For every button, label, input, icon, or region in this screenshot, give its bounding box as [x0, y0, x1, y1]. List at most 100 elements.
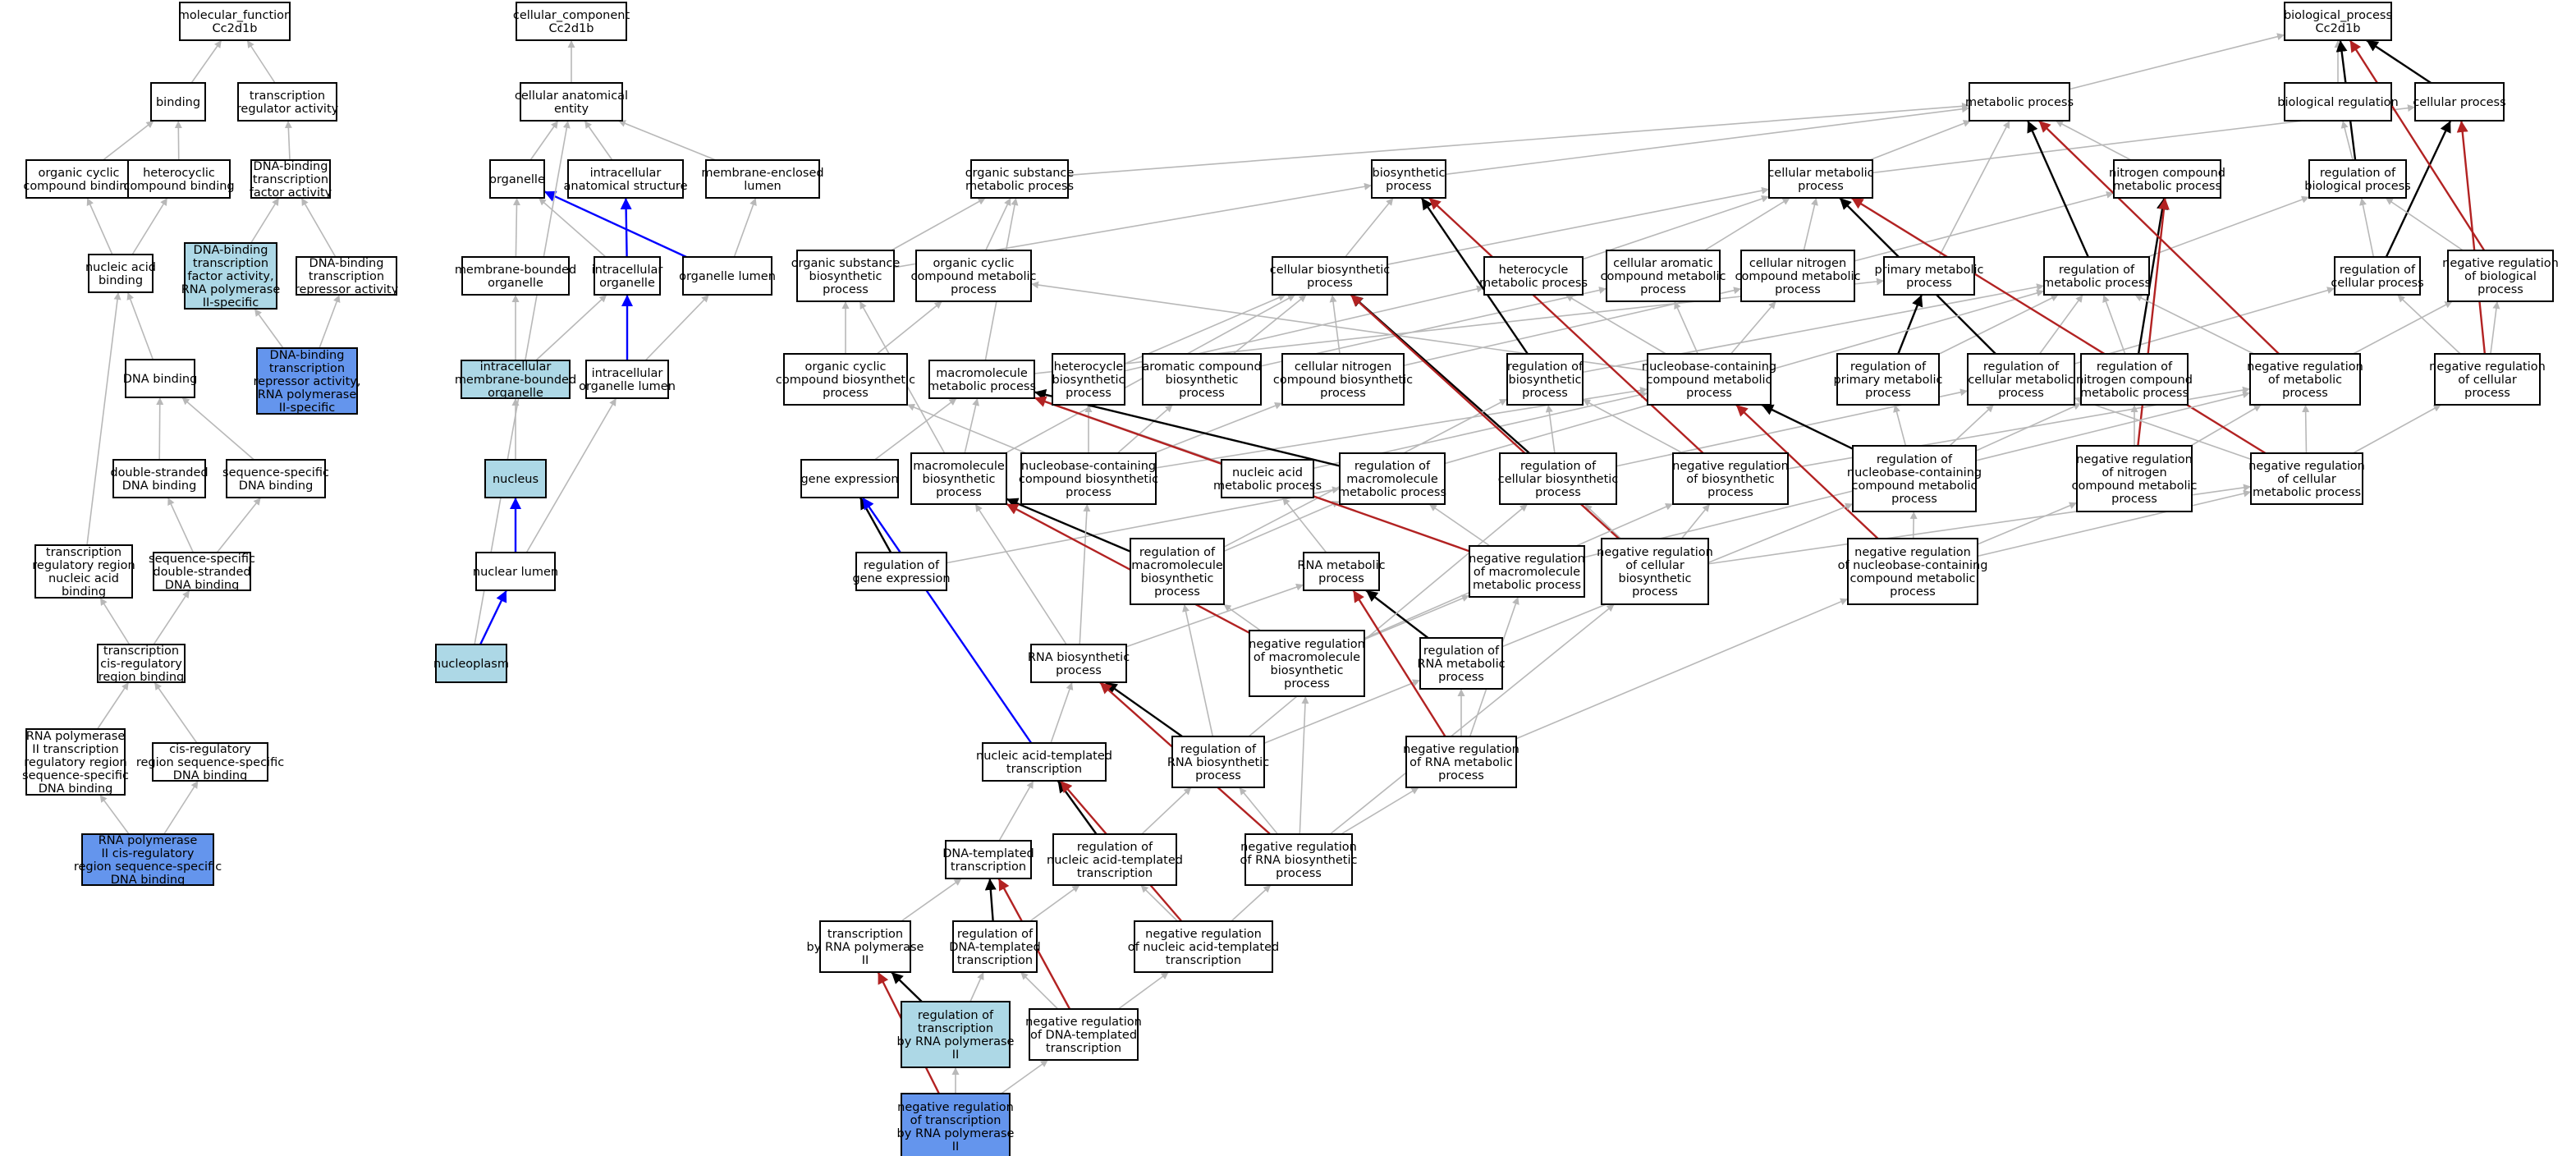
- edge-rnbcmp-to-rcmp: [1949, 404, 1995, 447]
- go-term-node-mp[interactable]: metabolic process: [1965, 82, 2074, 122]
- go-term-node-ol[interactable]: organelle lumen: [679, 256, 776, 296]
- go-term-node-org[interactable]: organelle: [489, 159, 545, 199]
- go-term-node-ge[interactable]: gene expression: [800, 459, 899, 498]
- go-term-node-dnab[interactable]: DNA binding: [123, 359, 198, 398]
- node-label-line: RNA metabolic: [1297, 559, 1385, 572]
- node-label-line: negative regulation: [1145, 928, 1262, 941]
- go-term-node-cp[interactable]: cellular process: [2413, 82, 2506, 122]
- go-term-node-rmbp[interactable]: regulation ofmacromoleculebiosyntheticpr…: [1130, 538, 1225, 605]
- edge-nrrnabp-to-nrrnamp: [1341, 787, 1419, 835]
- go-term-node-breg[interactable]: biological regulation: [2277, 82, 2399, 122]
- node-label-line: negative regulation: [2247, 360, 2363, 374]
- go-term-node-rnbcmp[interactable]: regulation ofnucleobase-containingcompou…: [1847, 445, 1982, 512]
- go-term-node-np[interactable]: nucleoplasm: [433, 644, 509, 683]
- go-term-node-nl[interactable]: nuclear lumen: [473, 552, 558, 591]
- go-term-node-nucleus[interactable]: nucleus: [484, 459, 547, 498]
- go-term-node-binding[interactable]: binding: [150, 82, 206, 122]
- node-box: [237, 82, 337, 122]
